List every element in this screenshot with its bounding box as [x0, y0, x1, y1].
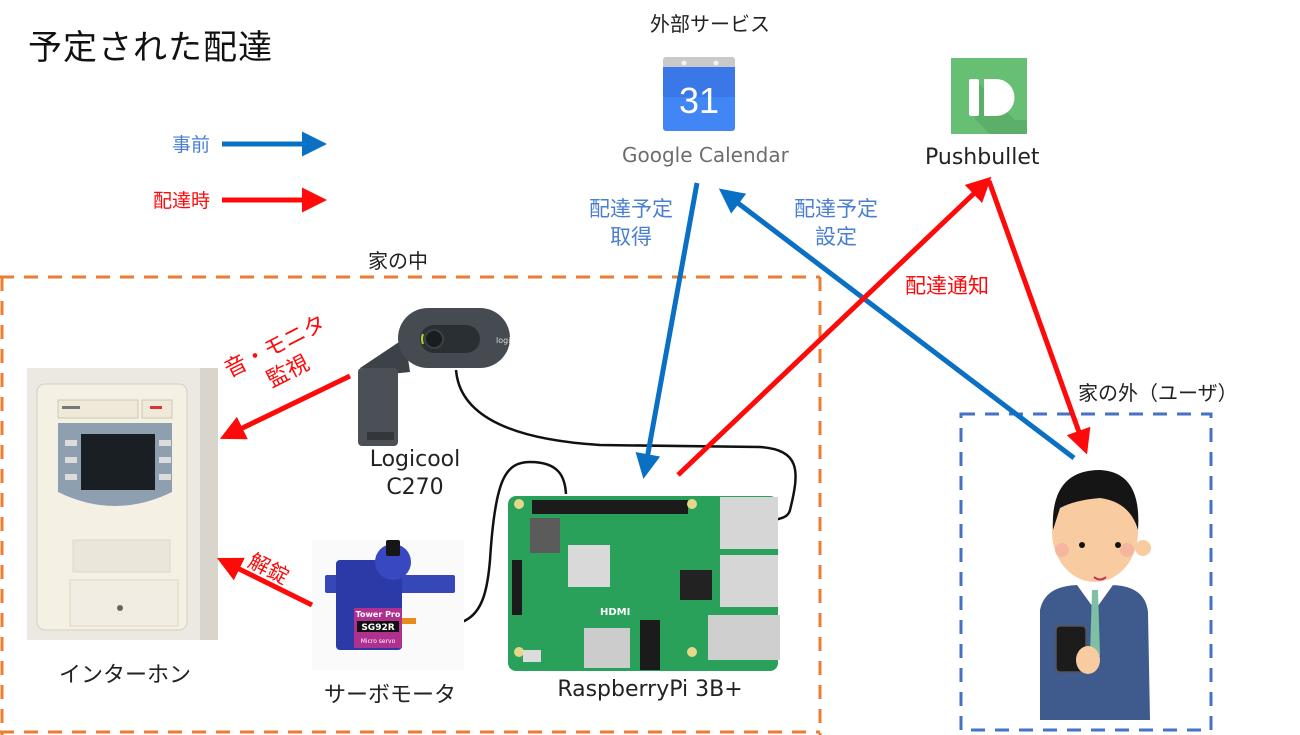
- diagram-title: 予定された配達: [28, 28, 273, 68]
- flow-set-schedule-line1: 配達予定: [794, 197, 878, 221]
- servo-brand-text: Tower Pro: [356, 610, 401, 619]
- google-calendar-label: Google Calendar: [622, 143, 789, 167]
- flow-set-schedule-label: 配達予定 設定: [782, 195, 890, 251]
- servo-model-text: SG92R: [361, 623, 394, 633]
- servo-label: サーボモータ: [323, 683, 456, 708]
- home-inside-region: [0, 275, 822, 735]
- flow-set-schedule-line2: 設定: [815, 225, 857, 249]
- webcam-image: logi: [358, 308, 510, 446]
- flow-get-schedule-arrow: [635, 182, 700, 479]
- flow-get-schedule-line1: 配達予定: [589, 197, 673, 221]
- webcam-cable: [454, 369, 797, 522]
- raspberry-pi-label: RaspberryPi 3B+: [557, 677, 743, 702]
- webcam-brand-text: logi: [496, 336, 510, 345]
- flow-get-schedule-label: 配達予定 取得: [577, 195, 685, 251]
- flow-monitor-arrow: [219, 373, 352, 440]
- webcam-label-line2: C270: [386, 475, 444, 500]
- flow-unlock-arrow: [216, 557, 314, 608]
- flow-notify-to-user-arrow: [986, 180, 1091, 455]
- user-illustration: [1040, 470, 1151, 720]
- servo-cable: [409, 460, 568, 628]
- intercom-label: インターホン: [58, 663, 191, 688]
- hdmi-print-text: HDMI: [600, 607, 630, 618]
- webcam-label-line1: Logicool: [369, 447, 461, 472]
- pushbullet-label: Pushbullet: [925, 145, 1040, 170]
- servo-type-text: Micro servo: [361, 638, 396, 645]
- flow-notify-to-pushbullet-arrow: [676, 176, 992, 477]
- raspberry-pi-image: HDMI: [508, 496, 780, 671]
- legend-delivery-label: 配達時: [152, 190, 210, 212]
- flow-get-schedule-line2: 取得: [610, 225, 652, 249]
- legend-before-label: 事前: [171, 134, 210, 156]
- pushbullet-icon: [951, 58, 1027, 134]
- home-outside-region: [959, 412, 1213, 732]
- webcam-label: Logicool C270: [360, 446, 470, 502]
- flow-notify-label: 配達通知: [905, 274, 989, 298]
- home-outside-label: 家の外（ユーザ）: [1078, 381, 1238, 405]
- servo-motor-image: Tower Pro SG92R Micro servo: [312, 540, 464, 670]
- google-calendar-icon: 31: [663, 57, 735, 131]
- flow-set-schedule-arrow: [718, 188, 1076, 460]
- intercom-image: [27, 368, 218, 640]
- calendar-day-number: 31: [679, 80, 719, 121]
- home-inside-label: 家の中: [368, 249, 428, 273]
- external-services-label: 外部サービス: [650, 12, 770, 36]
